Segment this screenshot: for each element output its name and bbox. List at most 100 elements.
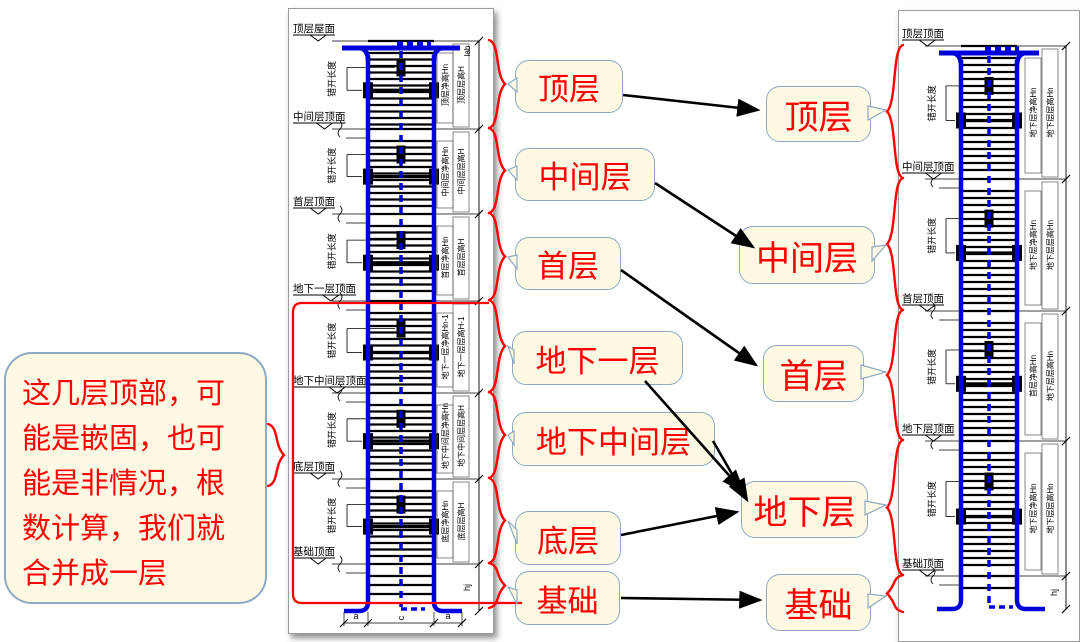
floor-height-box — [452, 131, 470, 213]
floor-height-label: 地下中间层层高H — [456, 405, 466, 467]
note-line: 这几层顶部，可 — [22, 378, 226, 410]
label-top-floor: 顶层 — [766, 86, 871, 142]
label-middle-floor: 中间层 — [739, 226, 875, 284]
label-basement: 地下层 — [741, 481, 868, 538]
floor-height-label: 底层层高H — [456, 502, 466, 540]
label-foundation: 基础 — [766, 574, 871, 631]
surface-label: 地下一层顶面 — [293, 282, 356, 295]
surface-pointer — [308, 557, 328, 565]
floor-height-box — [1041, 181, 1059, 310]
callout-foundation: 基础 — [515, 571, 620, 625]
surface-label: 首层顶面 — [293, 195, 335, 208]
net-height-label: 中间层净高Hn — [440, 146, 450, 196]
stagger-dim-label: 错开长度 — [926, 218, 937, 254]
net-height-box — [1024, 322, 1042, 436]
floor-height-box — [1041, 443, 1059, 575]
net-height-label: 地下一层净高Hn-1 — [440, 314, 450, 380]
foundation-depth-label: hj — [1049, 589, 1059, 596]
label-first-floor: 首层 — [763, 345, 864, 402]
mapping-arrow — [620, 590, 763, 609]
net-height-label: 首层净高Hn — [440, 236, 450, 278]
surface-label: 地下中间层顶面 — [293, 374, 367, 387]
callout-top-floor-label: 顶层 — [538, 72, 600, 107]
stagger-dim-label: 错开长度 — [926, 481, 937, 517]
net-height-label: 地下中间层净高Hn — [440, 403, 450, 469]
foundation-dim-a-left: a — [353, 611, 358, 621]
splice-block-center — [396, 231, 406, 250]
floor-height-box — [1041, 313, 1059, 440]
label-top-floor-text: 顶层 — [784, 98, 853, 137]
net-height-label: 顶层净高Hn — [440, 64, 450, 106]
surface-pointer — [315, 122, 334, 130]
floor-height-label: 首层层高H — [456, 238, 466, 276]
net-height-box — [1024, 452, 1042, 571]
floor-height-box — [452, 216, 470, 300]
stagger-dim-label: 错开长度 — [326, 323, 337, 359]
callout-basement-middle-label: 地下中间层 — [536, 424, 691, 460]
surface-pointer — [924, 172, 943, 180]
stagger-dim-label: 错开长度 — [926, 85, 937, 121]
floor-height-label: 地下层层高Hn — [1045, 483, 1055, 533]
column-bar-left — [937, 60, 964, 612]
surface-label: 首层顶面 — [902, 292, 944, 305]
stagger-dim-label: 错开长度 — [926, 349, 937, 385]
net-height-label: 地下层净高Hn — [1028, 220, 1038, 270]
note-bubble-brace — [266, 422, 286, 488]
net-height-label: 地下层净高Hn — [1028, 483, 1038, 533]
note-line: 能是嵌固，也可 — [22, 423, 226, 455]
callout-basement-1: 地下一层 — [512, 331, 683, 385]
note-bubble: 这几层顶部，可 能是嵌固，也可 能是非情况，根 数计算，我们就 合并成一层 — [4, 352, 267, 604]
break-mark — [337, 205, 343, 223]
mapping-arrow — [622, 93, 761, 117]
surface-label: 中间层顶面 — [293, 110, 346, 123]
surface-label: 顶层屋面 — [293, 23, 335, 35]
callout-basement-middle: 地下中间层 — [512, 412, 715, 466]
surface-label: 基础顶面 — [293, 545, 335, 558]
note-line: 合并成一层 — [22, 558, 168, 590]
mapping-arrow — [620, 507, 740, 537]
net-height-box — [1024, 190, 1042, 306]
stagger-dim-label: 错开长度 — [326, 498, 337, 534]
callout-tail — [864, 500, 888, 516]
callout-bottom-floor: 底层 — [515, 511, 621, 565]
callout-tail — [860, 364, 889, 380]
callout-first-floor: 首层 — [515, 237, 621, 290]
net-height-label: 首层净高Hn — [1028, 355, 1038, 397]
net-height-box — [1024, 57, 1042, 174]
foundation-depth-label: hj — [462, 584, 472, 591]
splice-block-center — [396, 145, 406, 164]
stagger-dim-label: 错开长度 — [326, 412, 337, 448]
surface-pointer — [917, 304, 937, 312]
surface-label: 中间层顶面 — [902, 160, 955, 173]
note-line: 数计算，我们就 — [22, 513, 226, 545]
stagger-dim-label: 错开长度 — [326, 61, 337, 97]
callout-middle-floor: 中间层 — [515, 148, 655, 201]
floor-height-label: 地下层层高Hn — [1045, 87, 1055, 137]
surface-label: 地下层顶面 — [902, 422, 955, 435]
floor-height-label: 地下一层层高H-1 — [456, 316, 466, 377]
column-bar-right — [1014, 60, 1045, 612]
surface-pointer — [917, 569, 937, 577]
floor-height-box — [1041, 48, 1059, 178]
callout-top-floor: 顶层 — [515, 60, 623, 113]
callout-bottom-floor-label: 底层 — [537, 523, 599, 559]
label-first-floor-text: 首层 — [779, 358, 848, 396]
callout-foundation-label: 基础 — [536, 583, 599, 619]
label-foundation-text: 基础 — [784, 587, 853, 625]
callout-first-floor-label: 首层 — [537, 249, 599, 284]
floor-height-box — [452, 43, 470, 128]
surface-label: 基础顶面 — [902, 557, 944, 570]
surface-label: 底层顶面 — [293, 460, 335, 473]
foundation-dim-a-right: a — [445, 611, 450, 621]
surface-pointer — [308, 34, 328, 42]
stagger-dim-label: 错开长度 — [326, 233, 337, 269]
top-anchorage-dim-label: lab — [463, 45, 472, 56]
note-line: 能是非情况，根 — [22, 468, 226, 500]
surface-label: 顶层顶面 — [902, 28, 944, 40]
floor-height-label: 地下层层高Hn — [1045, 220, 1055, 270]
floor-height-label: 顶层层高H — [456, 66, 466, 104]
